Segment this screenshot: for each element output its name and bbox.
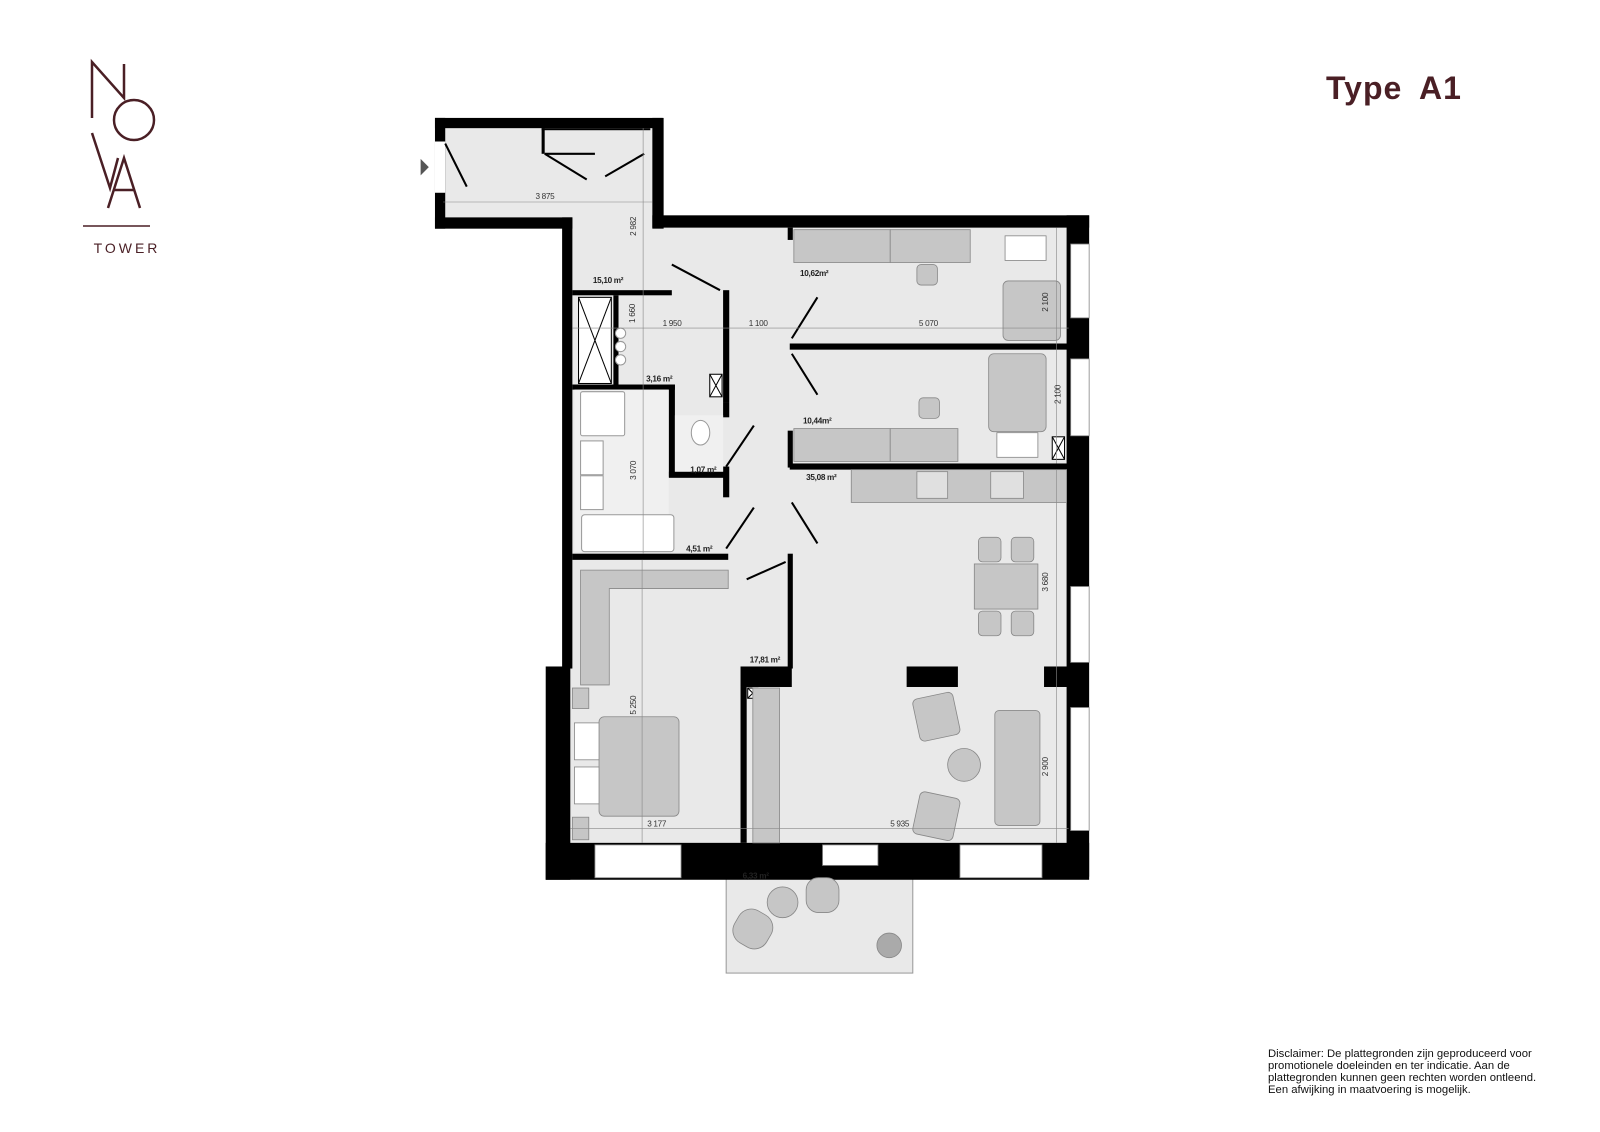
bed-icon bbox=[988, 353, 1047, 433]
desk bbox=[889, 428, 959, 462]
pillow-icon bbox=[996, 432, 1039, 458]
bathroom-fixtures bbox=[580, 327, 711, 553]
bathroom-area-label: 4,51 m² bbox=[686, 545, 713, 554]
logo-letter-n bbox=[90, 58, 126, 118]
dining-table bbox=[973, 563, 1039, 610]
dim-living-lower: 2 900 bbox=[1041, 756, 1050, 776]
unit-type-title: Type A1 bbox=[1326, 70, 1462, 106]
pillow-icon bbox=[574, 766, 600, 805]
dining-chair-icon bbox=[1010, 610, 1035, 637]
entrance-door-opening[interactable] bbox=[434, 141, 446, 193]
sink-icon bbox=[580, 440, 604, 476]
dim-hall-width: 3 875 bbox=[535, 192, 555, 201]
washer-icon bbox=[614, 354, 627, 366]
dim-bedroom-2-width: 2 100 bbox=[1053, 384, 1062, 404]
structural-column bbox=[906, 666, 958, 687]
dim-bathroom-depth: 3 070 bbox=[629, 460, 638, 480]
chair-icon bbox=[916, 264, 938, 286]
dim-master-depth: 5 250 bbox=[629, 695, 638, 715]
dim-bedrooms-length: 5 070 bbox=[919, 319, 939, 328]
entrance-door-swing bbox=[444, 143, 468, 188]
dining-chair-icon bbox=[978, 610, 1002, 637]
toilet-area-label: 1,07 m² bbox=[690, 466, 717, 475]
logo-letter-a bbox=[106, 153, 142, 209]
disclaimer-line: plattegronden kunnen geen rechten worden… bbox=[1268, 1072, 1537, 1084]
bedroom-1-area-label: 10,62m² bbox=[800, 269, 829, 278]
sofa-icon bbox=[994, 710, 1041, 826]
toilet-icon bbox=[690, 419, 711, 446]
disclaimer-line: Een afwijking in maatvoering is mogelijk… bbox=[1268, 1084, 1471, 1096]
stove-icon bbox=[990, 471, 1024, 499]
balcony-chair-icon bbox=[732, 908, 774, 950]
chair-icon bbox=[918, 397, 940, 419]
plant-icon bbox=[876, 932, 902, 959]
pillow-icon bbox=[574, 722, 600, 761]
dim-storage-depth: 1 660 bbox=[628, 303, 637, 323]
desk bbox=[889, 229, 971, 263]
master-wardrobe-2 bbox=[752, 687, 780, 844]
master-bedroom-area-label: 17,81 m² bbox=[750, 655, 781, 664]
pillow-icon bbox=[1004, 235, 1047, 261]
bedroom-2-area-label: 10,44m² bbox=[803, 416, 832, 425]
wardrobe bbox=[793, 229, 891, 263]
closet-door-swing bbox=[544, 152, 588, 181]
dimension-lines bbox=[443, 128, 1069, 843]
dining-chair-icon bbox=[978, 536, 1002, 563]
bathtub-icon bbox=[581, 514, 675, 553]
kitchen-sink-icon bbox=[916, 471, 949, 499]
dim-bedroom-1-width: 2 100 bbox=[1041, 292, 1050, 312]
balcony-area-label: 6,33 m² bbox=[743, 872, 770, 881]
dim-corridor-width: 1 100 bbox=[749, 319, 769, 328]
entrance-arrow-icon bbox=[420, 158, 429, 176]
dim-living-upper: 3 680 bbox=[1041, 572, 1050, 592]
shower-icon bbox=[580, 391, 626, 437]
nova-logo bbox=[83, 58, 156, 227]
living-area-label: 35,08 m² bbox=[806, 473, 837, 482]
logo-letter-v bbox=[90, 132, 120, 193]
disclaimer: Disclaimer: De plattegronden zijn geprod… bbox=[1268, 1048, 1598, 1096]
wardrobe bbox=[793, 428, 891, 462]
interior-walls bbox=[572, 227, 1069, 843]
disclaimer-line: Disclaimer: De plattegronden zijn geprod… bbox=[1268, 1048, 1532, 1060]
bed-icon bbox=[1002, 280, 1061, 341]
armchair-icon bbox=[912, 791, 961, 841]
logo-subtitle: TOWER bbox=[93, 240, 161, 256]
dim-master-width: 3 177 bbox=[647, 819, 667, 828]
furniture bbox=[571, 229, 1068, 959]
disclaimer-line: promotionele doeleinden en ter indicatie… bbox=[1268, 1060, 1510, 1072]
kitchen-counter bbox=[850, 469, 1068, 503]
dim-living-width: 5 935 bbox=[890, 819, 910, 828]
master-wardrobe bbox=[580, 569, 729, 686]
dim-storage-width: 1 950 bbox=[663, 319, 683, 328]
dim-hall-depth: 2 982 bbox=[629, 216, 638, 236]
shaft-icons bbox=[578, 296, 1066, 699]
balcony-table-icon bbox=[766, 886, 799, 919]
door-swings bbox=[671, 263, 819, 581]
double-bed-icon bbox=[598, 716, 680, 817]
armchair-icon bbox=[912, 691, 961, 742]
sink-icon bbox=[580, 475, 604, 511]
hall-area-label: 15,10 m² bbox=[593, 276, 624, 285]
windows-bottom bbox=[594, 844, 1043, 879]
dining-chair-icon bbox=[1010, 536, 1035, 563]
windows-right bbox=[1070, 243, 1090, 831]
balcony-chair-icon bbox=[805, 877, 840, 913]
storage-area-label: 3,16 m² bbox=[646, 374, 673, 383]
coffee-table-icon bbox=[947, 748, 981, 782]
logo-letter-o bbox=[112, 98, 156, 142]
nightstand bbox=[571, 687, 590, 709]
